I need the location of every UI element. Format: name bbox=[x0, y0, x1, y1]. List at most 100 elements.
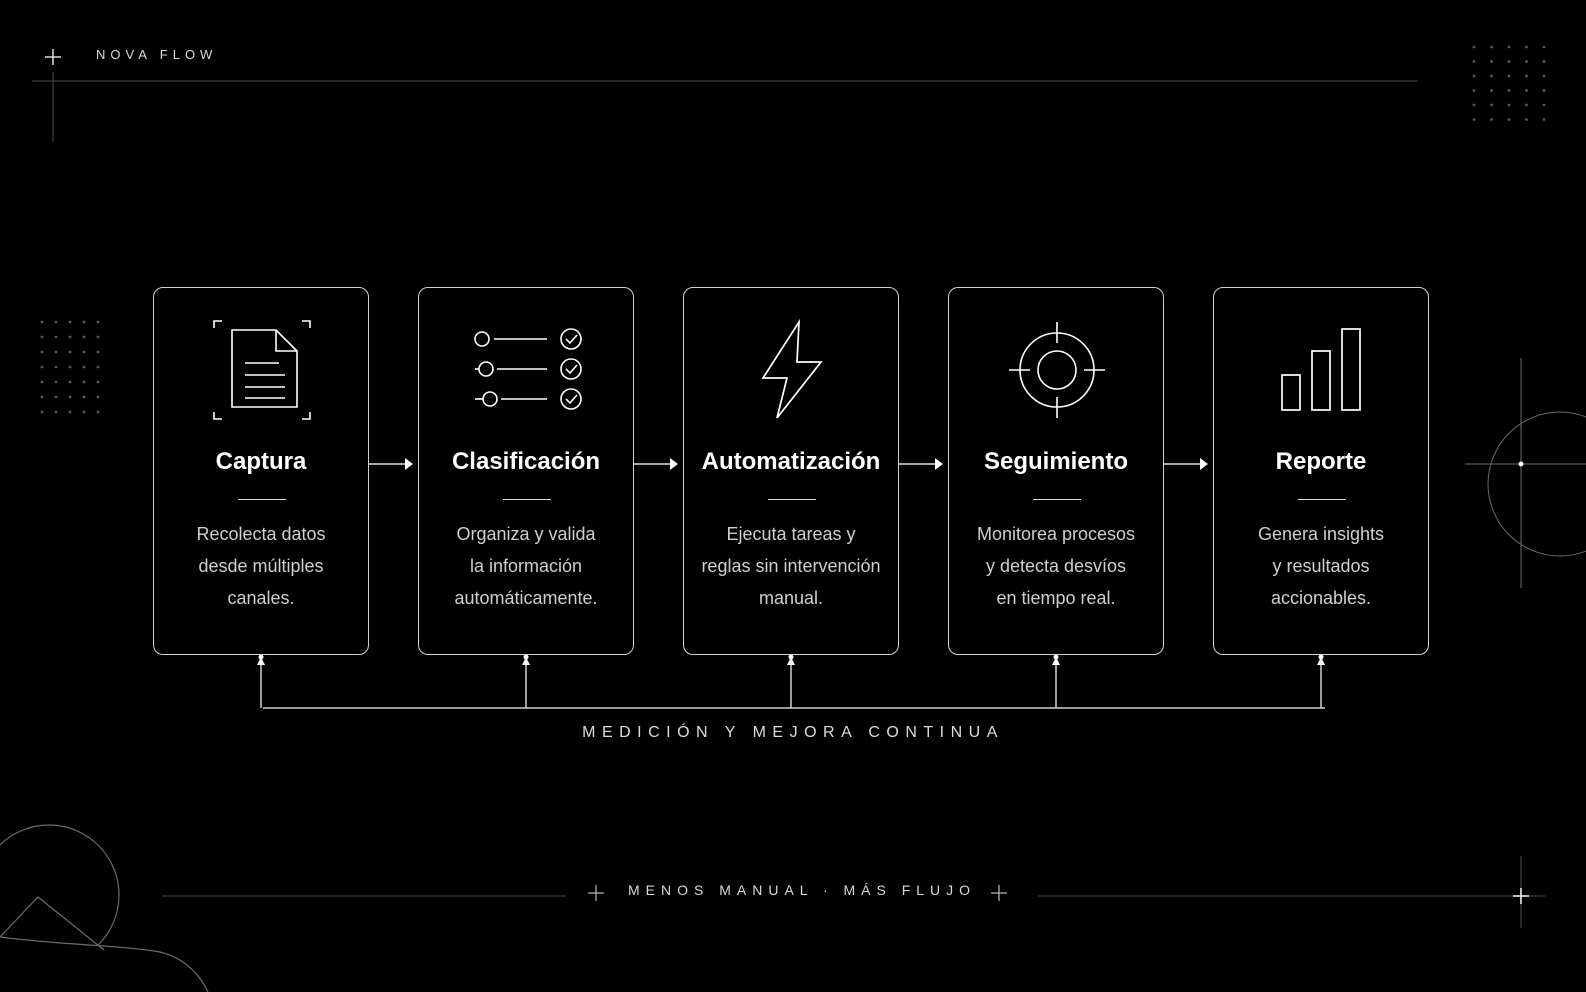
description-line: manual. bbox=[758, 588, 824, 608]
grid-dot bbox=[82, 395, 86, 399]
brand-name: NOVA FLOW bbox=[96, 47, 218, 62]
footer-tagline: MENOS MANUAL · MÁS FLUJO bbox=[628, 882, 977, 898]
grid-dot bbox=[1507, 89, 1511, 92]
flow-arrow bbox=[899, 458, 943, 470]
grid-dot bbox=[1542, 74, 1546, 78]
grid-dot bbox=[68, 365, 72, 369]
grid-dot bbox=[1490, 60, 1493, 63]
grid-dot bbox=[1525, 89, 1528, 92]
grid-dot bbox=[1507, 103, 1511, 107]
grid-dot bbox=[1542, 103, 1546, 107]
grid-dot bbox=[40, 365, 44, 369]
stage-card-reporte: Reporte Genera insights y resultados acc… bbox=[1213, 287, 1429, 655]
grid-dot bbox=[1542, 45, 1546, 49]
grid-dot bbox=[96, 410, 100, 414]
footer-plus-right-icon bbox=[991, 885, 1007, 901]
stage-description: Recolecta datos desde múltiples canales. bbox=[166, 518, 356, 614]
crosshair-target-icon bbox=[949, 318, 1165, 422]
grid-dot bbox=[1525, 60, 1528, 63]
grid-dot bbox=[40, 350, 44, 354]
grid-dot bbox=[54, 350, 58, 354]
description-line: Monitorea procesos bbox=[976, 524, 1136, 544]
grid-dot bbox=[54, 365, 58, 369]
feedback-loop-legs bbox=[257, 654, 1325, 708]
checklist-icon bbox=[419, 318, 635, 422]
document-scan-icon bbox=[154, 318, 370, 422]
grid-dot bbox=[1490, 89, 1493, 92]
grid-dot bbox=[82, 410, 86, 414]
grid-dot bbox=[1490, 103, 1493, 107]
grid-dot bbox=[96, 380, 100, 384]
description-line: automáticamente. bbox=[454, 588, 598, 608]
grid-dot bbox=[82, 335, 86, 339]
loop-connector bbox=[1052, 654, 1060, 708]
title-underline bbox=[768, 499, 816, 500]
grid-dot bbox=[96, 395, 100, 399]
description-line: desde múltiples bbox=[198, 556, 324, 576]
grid-dot bbox=[96, 350, 100, 354]
title-underline bbox=[503, 499, 551, 500]
stage-title: Reporte bbox=[1275, 448, 1367, 475]
stage-title: Seguimiento bbox=[983, 448, 1128, 475]
grid-dot bbox=[96, 320, 100, 324]
corner-plus-icon bbox=[45, 49, 61, 65]
grid-dot bbox=[1507, 118, 1511, 121]
stage-description: Genera insights y resultados accionables… bbox=[1226, 518, 1416, 614]
grid-dot bbox=[1490, 74, 1493, 78]
bottom-left-decoration bbox=[0, 824, 209, 992]
stage-card-clasificacion: Clasificación Organiza y valida la infor… bbox=[418, 287, 634, 655]
stage-card-captura: Captura Recolecta datos desde múltiples … bbox=[153, 287, 369, 655]
dot-grid-left bbox=[40, 320, 100, 414]
grid-dot bbox=[1542, 89, 1546, 92]
loop-connector bbox=[257, 654, 265, 708]
grid-dot bbox=[1472, 60, 1476, 63]
grid-dot bbox=[40, 320, 44, 324]
stage-description: Ejecuta tareas y reglas sin intervención… bbox=[696, 518, 886, 614]
dot-grid-top-right bbox=[1472, 45, 1546, 121]
description-line: reglas sin intervención bbox=[701, 556, 881, 576]
description-line: la información bbox=[469, 556, 583, 576]
grid-dot bbox=[1525, 74, 1528, 78]
grid-dot bbox=[1490, 118, 1493, 121]
bar-chart-icon bbox=[1214, 318, 1430, 422]
flow-arrow bbox=[1164, 458, 1208, 470]
grid-dot bbox=[82, 320, 86, 324]
feedback-loop-label: MEDICIÓN Y MEJORA CONTINUA bbox=[582, 724, 1004, 741]
process-arrows bbox=[369, 458, 1208, 470]
description-line: Ejecuta tareas y bbox=[726, 524, 856, 544]
stage-title: Automatización bbox=[701, 448, 881, 475]
grid-dot bbox=[40, 410, 44, 414]
grid-dot bbox=[96, 335, 100, 339]
title-underline bbox=[238, 499, 286, 500]
stage-card-seguimiento: Seguimiento Monitorea procesos y detecta… bbox=[948, 287, 1164, 655]
grid-dot bbox=[68, 380, 72, 384]
loop-connector bbox=[522, 654, 530, 708]
lightning-icon bbox=[684, 318, 900, 422]
flow-arrow bbox=[369, 458, 413, 470]
grid-dot bbox=[54, 380, 58, 384]
grid-dot bbox=[68, 395, 72, 399]
grid-dot bbox=[54, 320, 58, 324]
grid-dot bbox=[54, 410, 58, 414]
grid-dot bbox=[54, 335, 58, 339]
loop-connector bbox=[787, 654, 795, 708]
grid-dot bbox=[54, 395, 58, 399]
stage-card-automatizacion: Automatización Ejecuta tareas y reglas s… bbox=[683, 287, 899, 655]
grid-dot bbox=[40, 380, 44, 384]
grid-dot bbox=[40, 395, 44, 399]
description-line: accionables. bbox=[1270, 588, 1372, 608]
grid-dot bbox=[1542, 118, 1546, 121]
description-line: y detecta desvíos bbox=[985, 556, 1127, 576]
description-line: y resultados bbox=[1272, 556, 1370, 576]
footer-corner-plus-icon bbox=[1513, 888, 1529, 904]
grid-dot bbox=[1525, 103, 1528, 107]
stage-description: Monitorea procesos y detecta desvíos en … bbox=[961, 518, 1151, 614]
grid-dot bbox=[68, 320, 72, 324]
grid-dot bbox=[1507, 74, 1511, 78]
flow-arrow bbox=[634, 458, 678, 470]
grid-dot bbox=[1472, 74, 1476, 78]
description-line: canales. bbox=[227, 588, 295, 608]
stage-description: Organiza y valida la información automát… bbox=[431, 518, 621, 614]
grid-dot bbox=[1525, 45, 1528, 49]
stage-title: Captura bbox=[215, 448, 307, 475]
